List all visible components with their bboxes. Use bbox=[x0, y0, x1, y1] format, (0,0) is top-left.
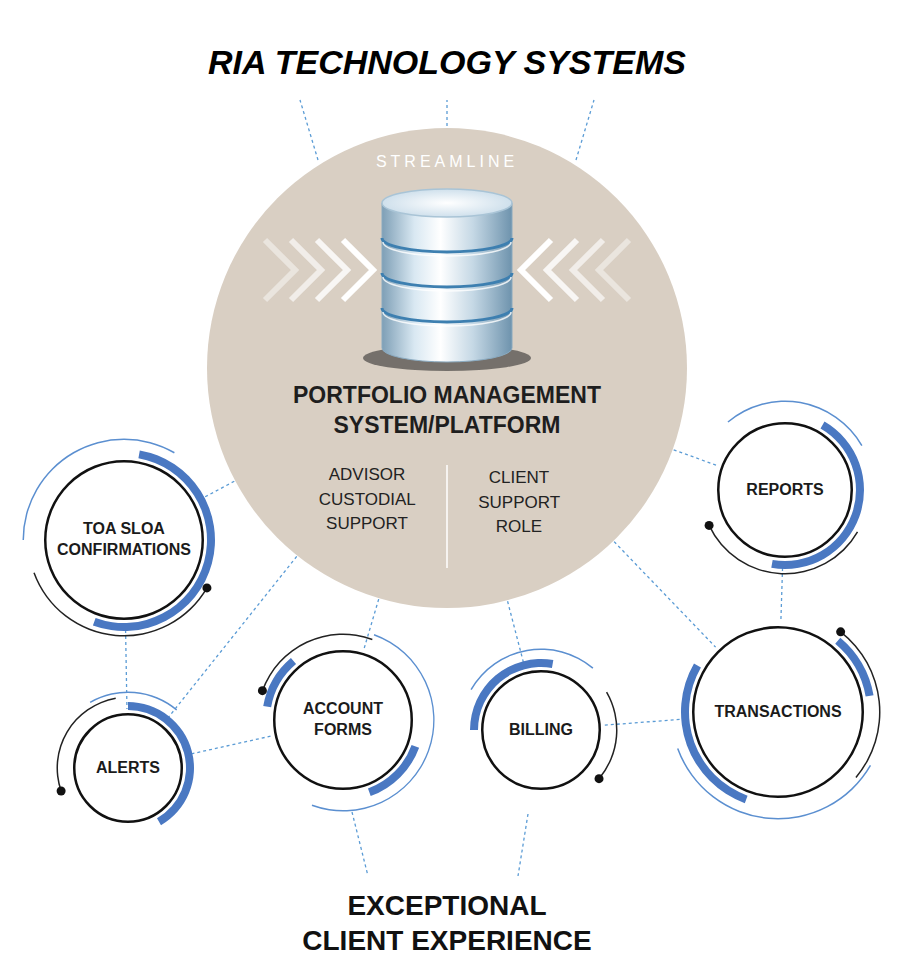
ring-dot bbox=[57, 787, 66, 796]
topic-circle-outline bbox=[45, 461, 203, 619]
diagram-caption: EXCEPTIONAL CLIENT EXPERIENCE bbox=[297, 888, 597, 958]
topic-circle-outline bbox=[274, 651, 412, 789]
role-label: ADVISOR CUSTODIAL SUPPORT bbox=[319, 463, 415, 537]
chevron bbox=[291, 240, 321, 300]
chevron bbox=[599, 240, 629, 300]
topic-circle: TRANSACTIONS bbox=[692, 626, 864, 798]
dashed-connector bbox=[614, 542, 715, 647]
dashed-connector bbox=[781, 562, 783, 622]
ring-arc bbox=[598, 692, 617, 779]
dashed-connector bbox=[674, 450, 718, 466]
divider-line bbox=[446, 465, 448, 568]
topic-shape bbox=[273, 650, 413, 790]
chevron bbox=[521, 240, 551, 300]
role-label: CLIENT SUPPORT ROLE bbox=[478, 466, 560, 540]
ring-dot bbox=[836, 627, 845, 636]
topic-circle-outline bbox=[482, 671, 600, 789]
platform-circle-fill bbox=[207, 128, 687, 608]
diagram-title: RIA TECHNOLOGY SYSTEMS bbox=[97, 42, 797, 83]
platform-shape bbox=[207, 128, 687, 608]
chevron bbox=[317, 240, 347, 300]
ring-arc bbox=[90, 692, 177, 711]
chevron bbox=[265, 240, 295, 300]
ring-dot bbox=[258, 686, 267, 695]
dashed-connector bbox=[125, 624, 126, 709]
chevron bbox=[343, 240, 373, 300]
platform-title: PORTFOLIO MANAGEMENT SYSTEM/PLATFORM bbox=[282, 381, 612, 441]
topic-shape bbox=[44, 460, 204, 620]
ring-dot bbox=[202, 583, 211, 592]
chevron bbox=[547, 240, 577, 300]
dashed-connector bbox=[364, 599, 379, 649]
topic-circle: REPORTS bbox=[717, 422, 853, 558]
ring-dot bbox=[595, 774, 604, 783]
ring-dot bbox=[705, 521, 714, 530]
dashed-leader bbox=[518, 814, 528, 876]
database-icon bbox=[265, 189, 629, 568]
streamline-label: STREAMLINE bbox=[376, 152, 518, 171]
topic-circle: ALERTS bbox=[73, 713, 183, 823]
topic-label: TOA SLOA CONFIRMATIONS bbox=[57, 519, 191, 561]
dashed-leader bbox=[446, 100, 447, 126]
topic-circle: TOA SLOA CONFIRMATIONS bbox=[44, 460, 204, 620]
chevron bbox=[573, 240, 603, 300]
dashed-connector bbox=[186, 736, 271, 755]
topic-circle-outline bbox=[74, 714, 182, 822]
dashed-connector bbox=[605, 719, 688, 725]
topic-circle: BILLING bbox=[481, 670, 601, 790]
dashed-leader bbox=[300, 100, 318, 160]
topic-label: TRANSACTIONS bbox=[714, 702, 841, 723]
platform-circle: STREAMLINE PORTFOLIO MANAGEMENT SYSTEM/PL… bbox=[207, 128, 687, 608]
topic-circle-outline bbox=[718, 423, 852, 557]
topic-circle: ACCOUNT FORMS bbox=[273, 650, 413, 790]
dashed-leader bbox=[576, 100, 594, 160]
dashed-connector bbox=[508, 601, 525, 668]
topic-label: ACCOUNT FORMS bbox=[303, 699, 383, 741]
dashed-leader bbox=[352, 812, 368, 876]
topic-label: BILLING bbox=[509, 720, 573, 741]
topic-label: ALERTS bbox=[96, 758, 160, 779]
topic-circle-outline bbox=[693, 627, 863, 797]
topic-label: REPORTS bbox=[746, 480, 823, 501]
